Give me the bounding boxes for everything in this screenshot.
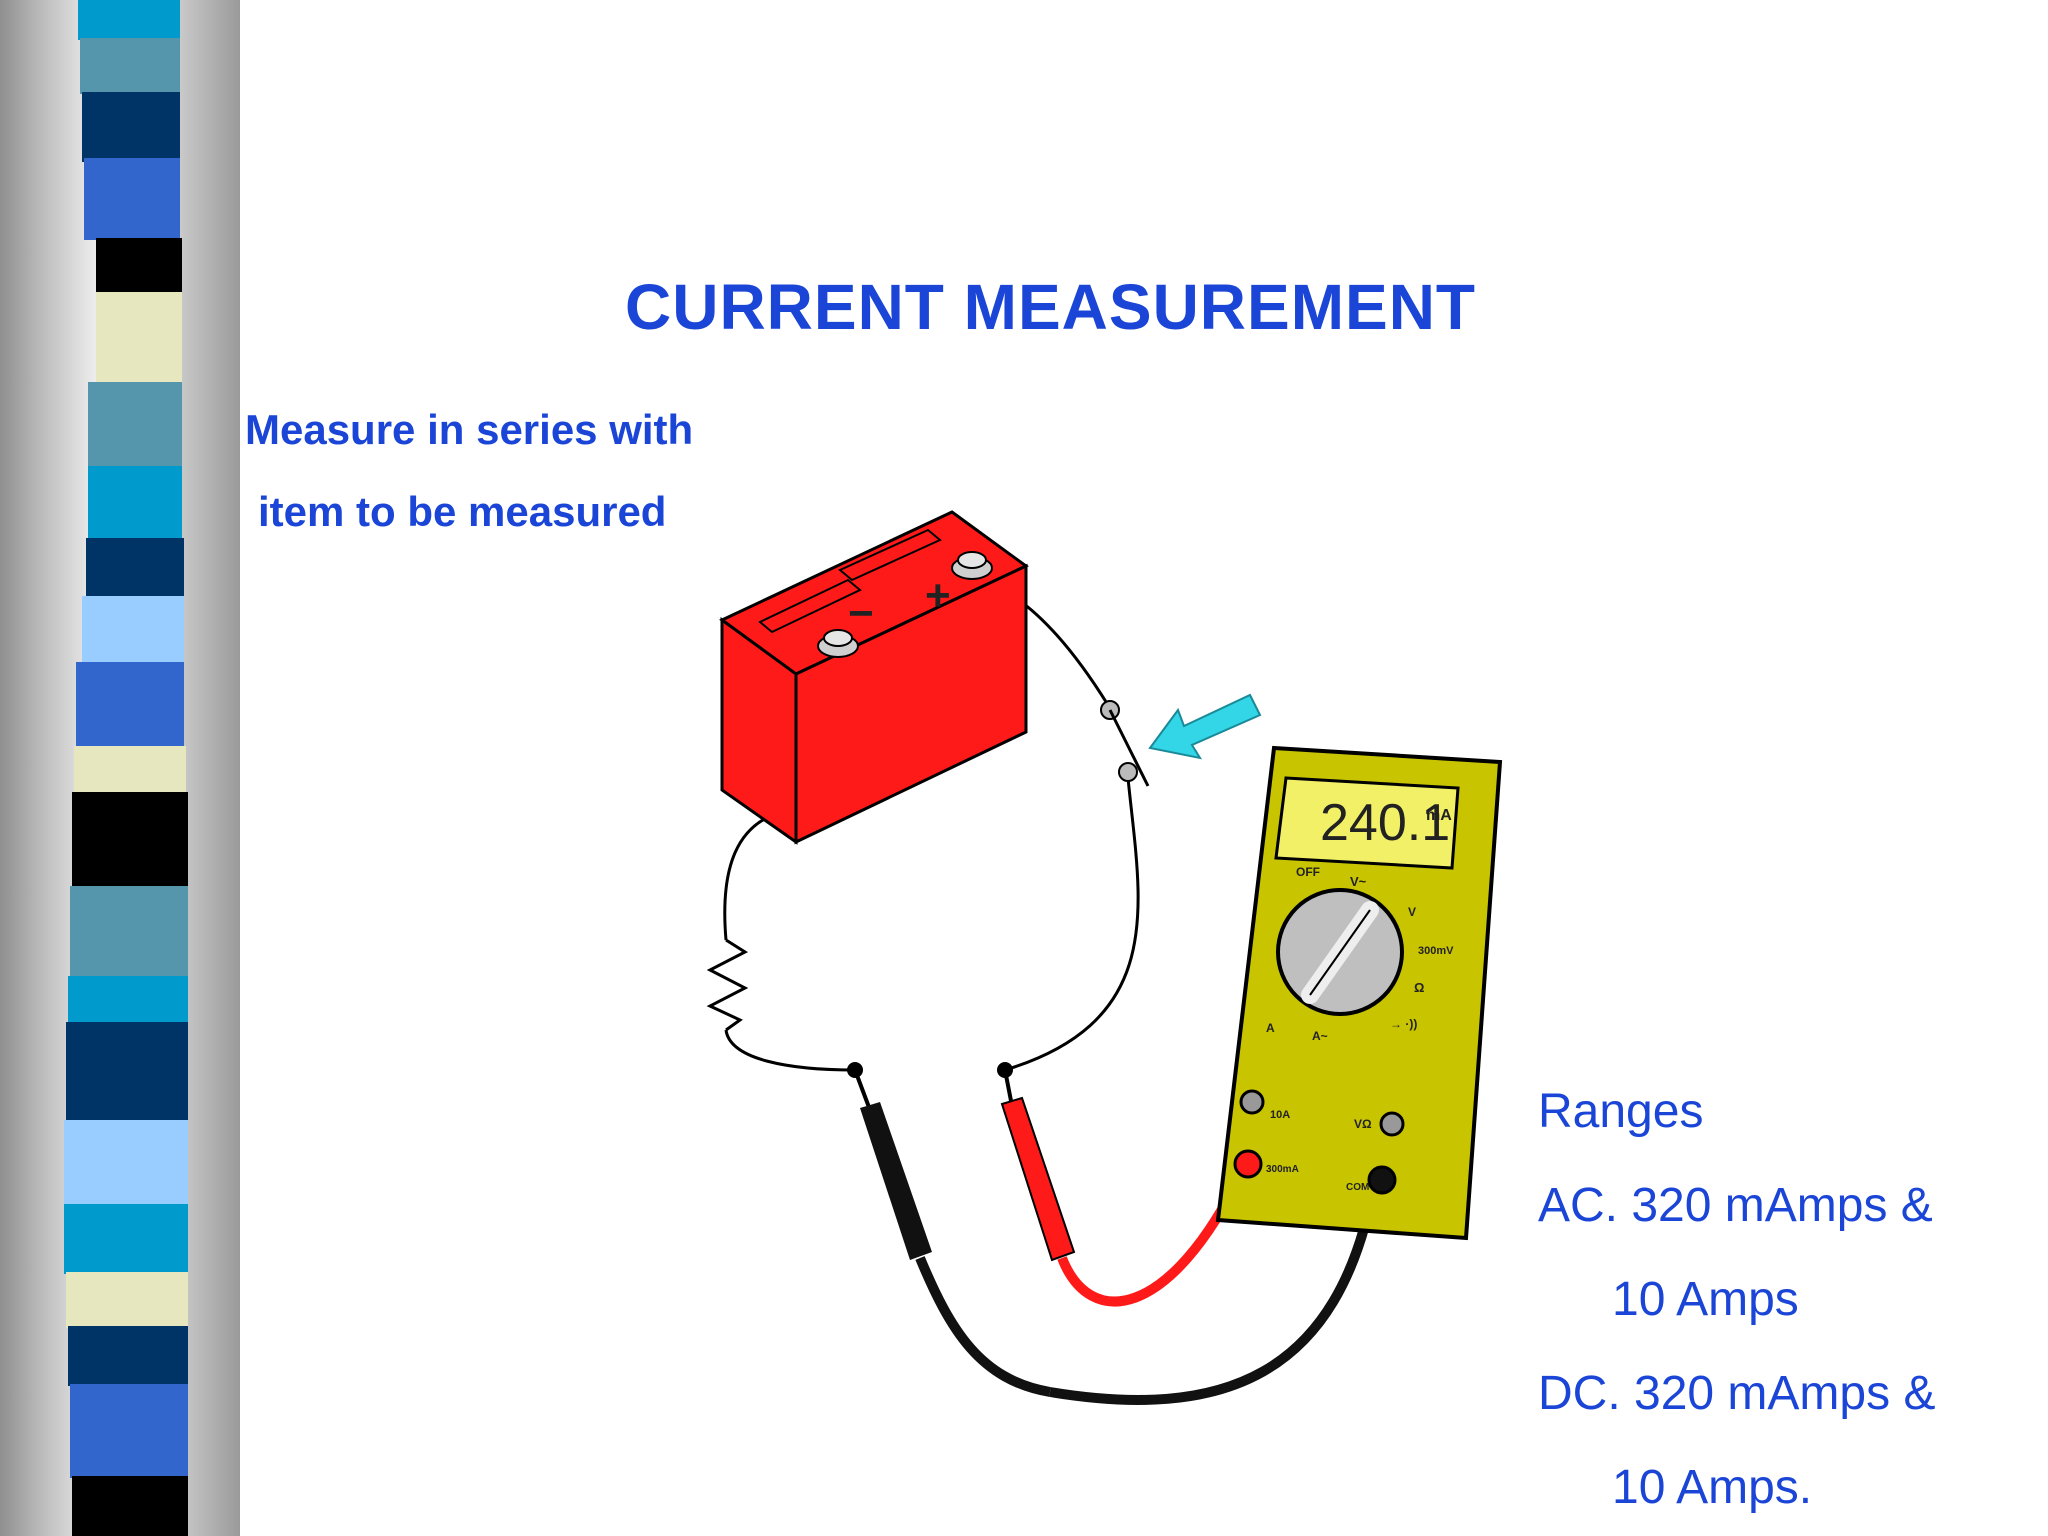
dial-label-aac: A~: [1312, 1029, 1328, 1043]
jack-label-300ma: 300mA: [1266, 1164, 1299, 1175]
battery-minus-label: −: [848, 589, 874, 638]
dial-label-vac: V~: [1350, 874, 1367, 889]
decorative-sidebar-stripes: [64, 0, 188, 1536]
jack-vohm: [1379, 1111, 1405, 1137]
wire-switch-to-probe: [1004, 777, 1140, 1072]
wire-resistor-to-probe: [724, 1029, 856, 1072]
meter-display-value: 240.1: [1320, 794, 1450, 852]
slide-title: CURRENT MEASUREMENT: [625, 271, 1476, 343]
battery-icon: + −: [719, 510, 1029, 845]
ranges-ac-line-2: 10 Amps: [1612, 1273, 1799, 1326]
battery-plus-label: +: [925, 571, 951, 620]
meter-display: [1274, 776, 1460, 870]
open-switch-icon: [1100, 700, 1150, 787]
jack-300ma: [1233, 1149, 1263, 1179]
current-measurement-diagram: + − 240.1 mA OFF V~ V 300mV Ω → ·)) A A~: [706, 510, 1503, 1405]
dial-label-adc: A: [1266, 1021, 1275, 1035]
dial-label-mv: 300mV: [1418, 945, 1454, 957]
series-note-line-1: Measure in series with: [245, 406, 694, 453]
dial-label-off: OFF: [1296, 865, 1320, 879]
meter-display-unit: mA: [1426, 807, 1452, 824]
dial-label-vdc: V: [1408, 905, 1416, 919]
jack-label-vohm: VΩ: [1354, 1117, 1372, 1131]
jack-label-10a: 10A: [1270, 1109, 1290, 1121]
resistor-icon: [706, 938, 749, 1032]
dial-label-ohm: Ω: [1414, 980, 1424, 995]
black-test-probe-icon: [847, 1062, 1051, 1397]
dial-label-diode: → ·)): [1390, 1017, 1417, 1031]
ranges-ac-line: AC. 320 mAmps &: [1538, 1179, 1933, 1232]
multimeter-icon: 240.1 mA OFF V~ V 300mV Ω → ·)) A A~ 10A…: [1215, 745, 1503, 1241]
pointer-arrow-icon: [1148, 693, 1262, 760]
ranges-dc-line-2: 10 Amps.: [1612, 1461, 1813, 1514]
series-note-line-2: item to be measured: [258, 488, 667, 535]
red-test-probe-icon: [997, 1062, 1247, 1307]
jack-label-com: COM: [1346, 1182, 1369, 1193]
jack-10a: [1239, 1089, 1265, 1115]
ranges-heading: Ranges: [1538, 1085, 1704, 1138]
ranges-dc-line: DC. 320 mAmps &: [1538, 1367, 1936, 1420]
black-lead-wire: [1049, 1179, 1380, 1405]
jack-com: [1367, 1165, 1397, 1195]
